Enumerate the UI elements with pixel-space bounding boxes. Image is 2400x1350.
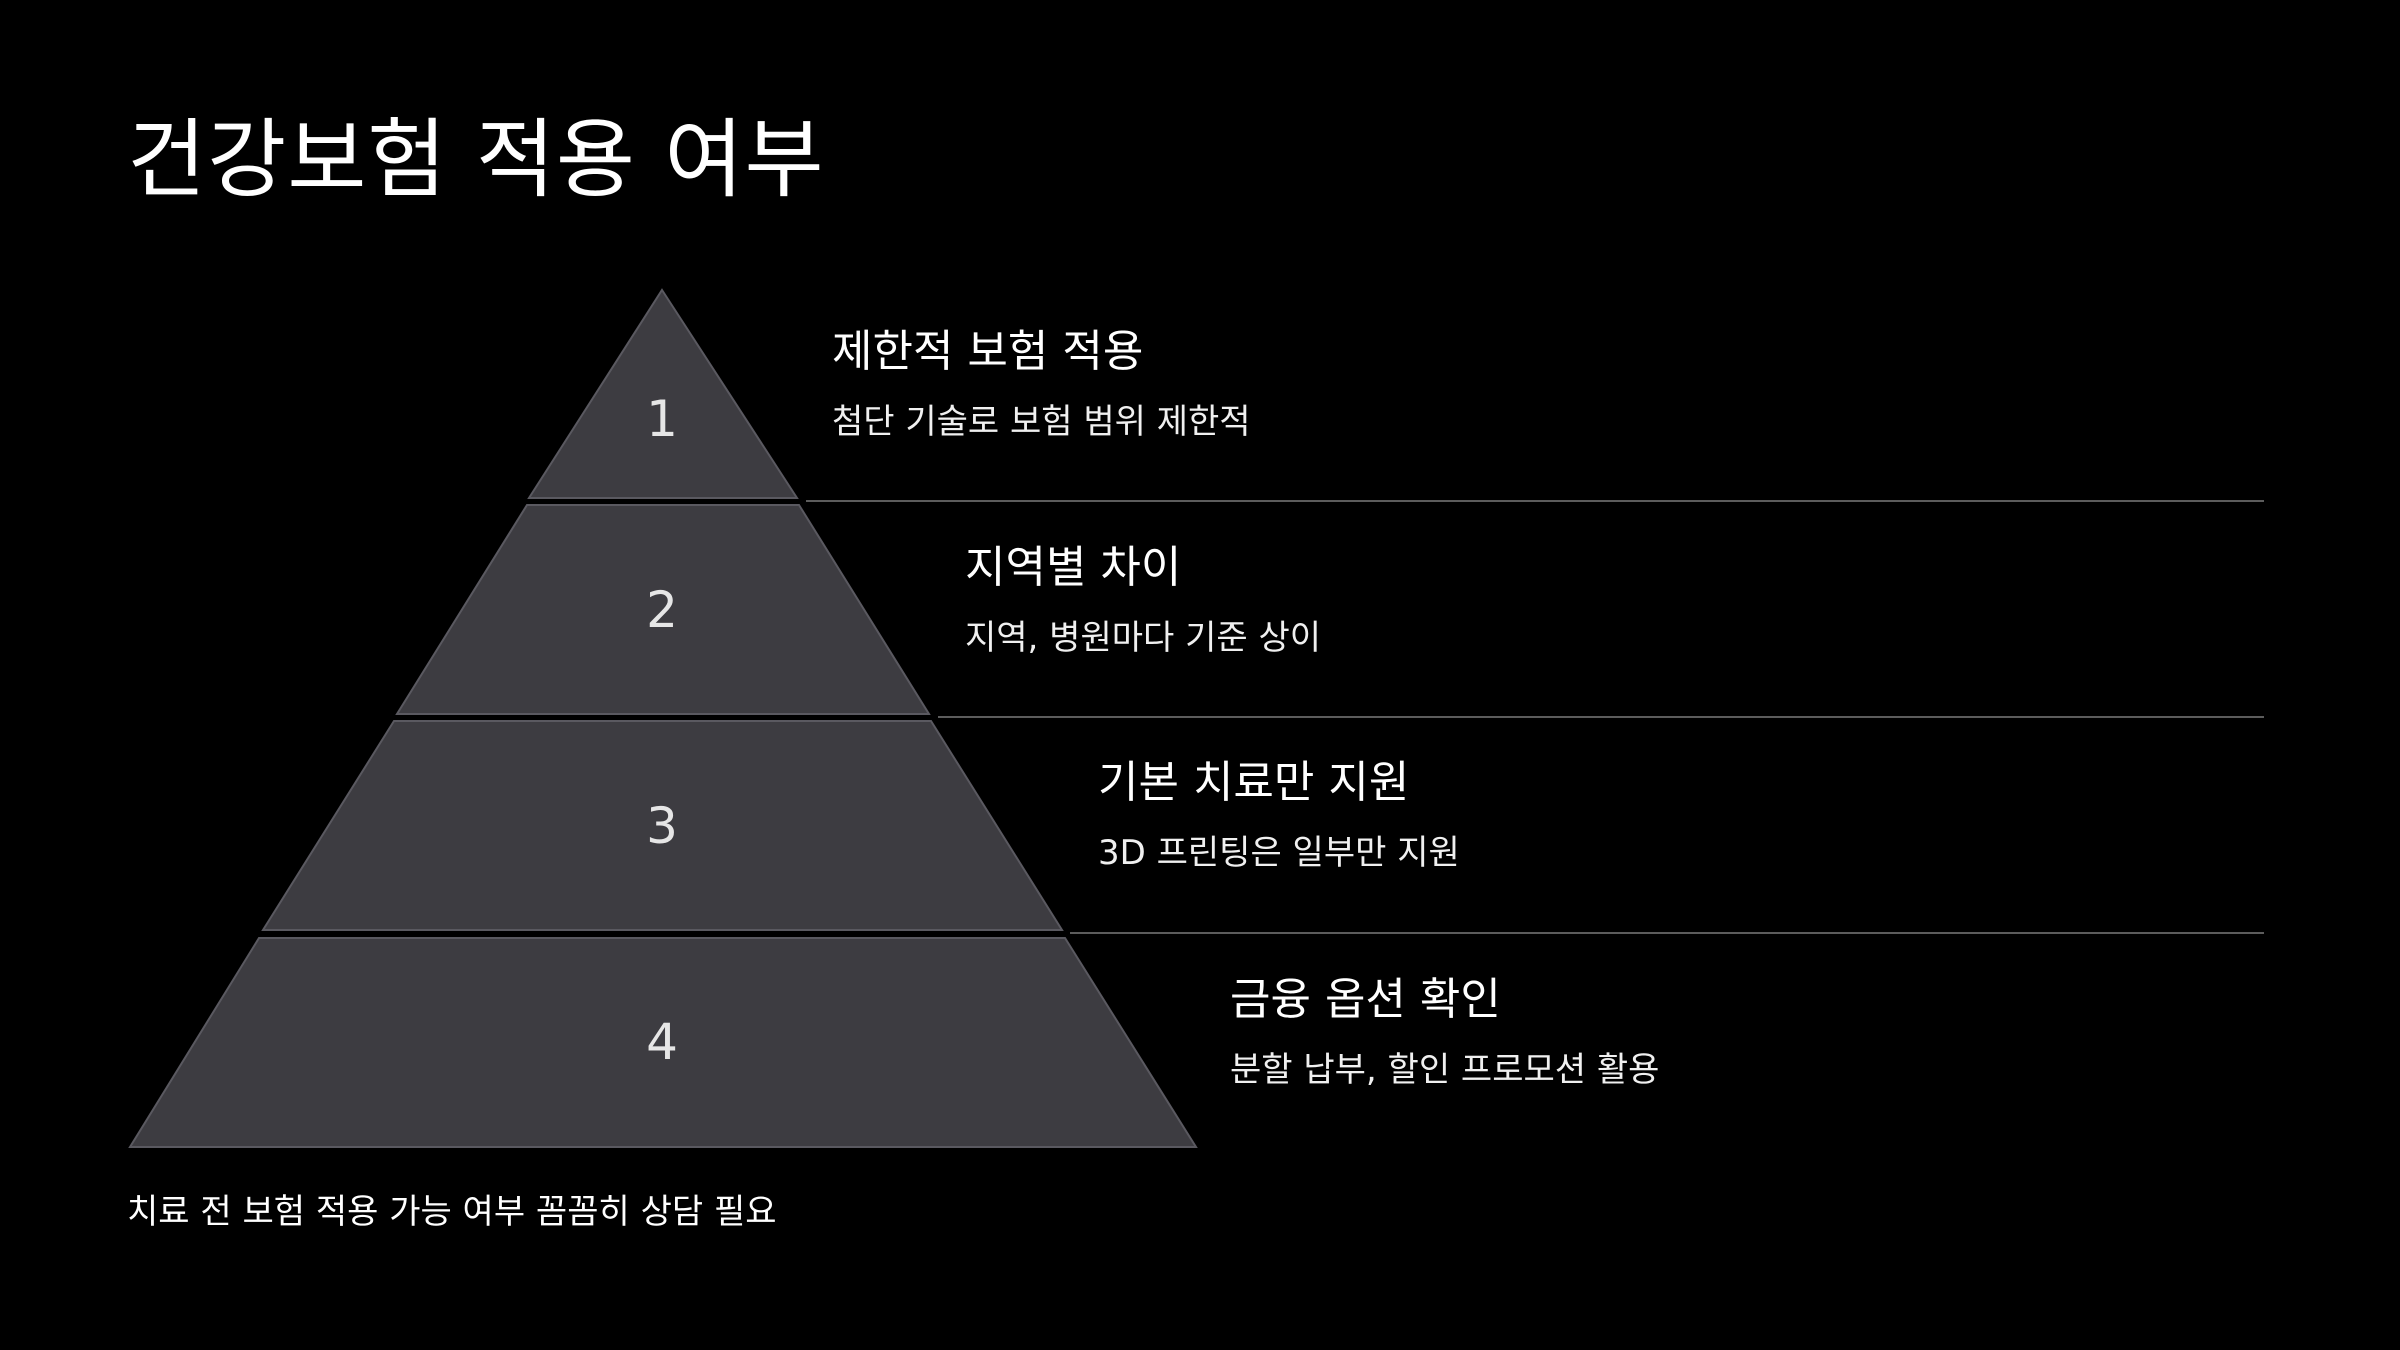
level-description-3: 3D 프린팅은 일부만 지원 xyxy=(1098,833,1460,873)
slide-title: 건강보험 적용 여부 xyxy=(127,110,825,210)
level-number-3: 3 xyxy=(646,797,678,855)
pyramid-level-3 xyxy=(261,720,1064,931)
level-item-2: 지역별 차이 지역, 병원마다 기준 상이 xyxy=(965,538,1321,662)
pyramid-level-4 xyxy=(128,937,1198,1148)
footer-note: 치료 전 보험 적용 가능 여부 꼼꼼히 상담 필요 xyxy=(127,1192,777,1232)
level-number-2: 2 xyxy=(646,581,678,639)
level-description-2: 지역, 병원마다 기준 상이 xyxy=(965,618,1322,658)
level-description-1: 첨단 기술로 보험 범위 제한적 xyxy=(832,402,1251,442)
level-title-4: 금융 옵션 확인 xyxy=(1230,974,1501,1025)
level-description-4: 분할 납부, 할인 프로모션 활용 xyxy=(1230,1050,1660,1090)
level-number-1: 1 xyxy=(646,390,678,448)
pyramid-level-1 xyxy=(527,288,799,499)
level-title-1: 제한적 보험 적용 xyxy=(832,326,1144,377)
pyramid-level-2 xyxy=(395,504,931,715)
level-title-2: 지역별 차이 xyxy=(965,542,1182,593)
level-number-4: 4 xyxy=(646,1013,678,1071)
level-item-4: 금융 옵션 확인 분할 납부, 할인 프로모션 활용 xyxy=(1230,970,1659,1094)
level-item-1: 제한적 보험 적용 첨단 기술로 보험 범위 제한적 xyxy=(832,322,1251,446)
level-item-3: 기본 치료만 지원 3D 프린팅은 일부만 지원 xyxy=(1098,753,1460,877)
level-title-3: 기본 치료만 지원 xyxy=(1098,757,1410,808)
